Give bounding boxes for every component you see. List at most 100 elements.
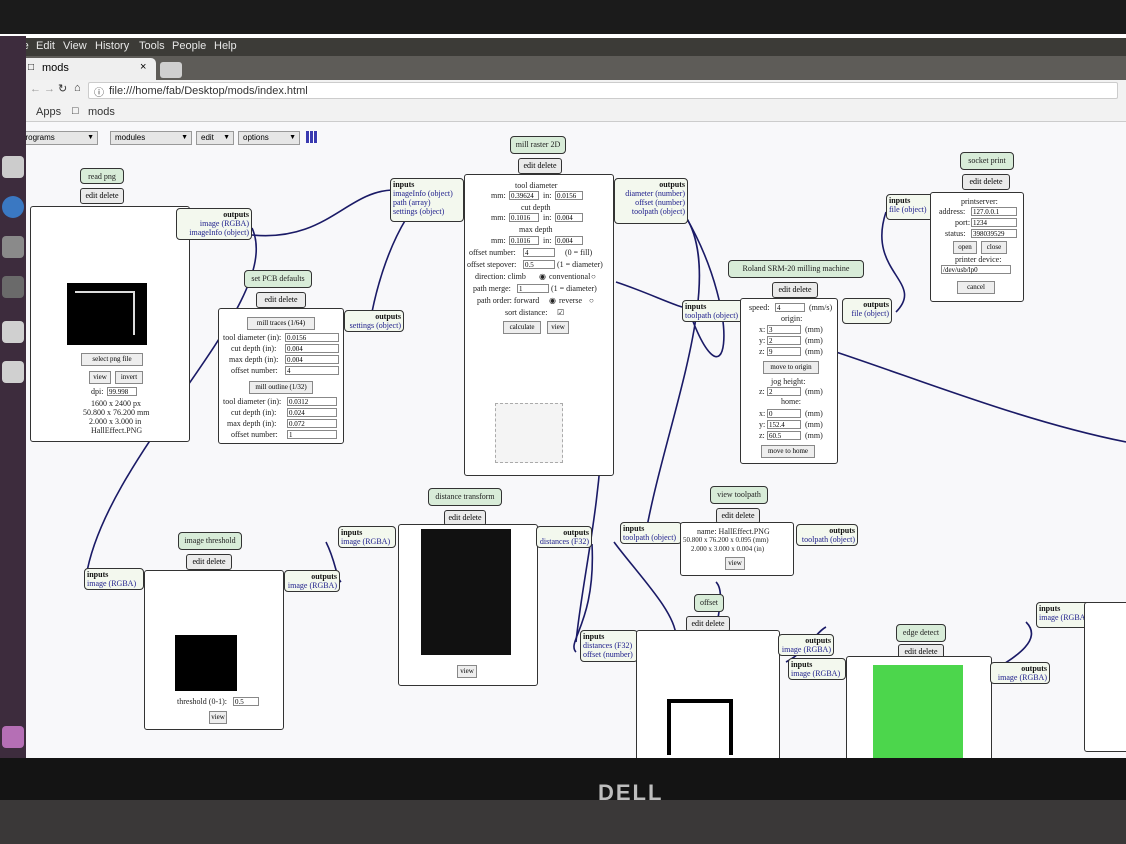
port-input[interactable]: 1234 [971, 218, 1017, 227]
view-button[interactable]: view [457, 665, 477, 678]
edit-delete-button[interactable]: edit delete [518, 158, 562, 174]
distance-transform-title[interactable]: distance transform [428, 488, 502, 506]
back-icon[interactable]: ← [30, 83, 41, 95]
new-tab-button[interactable] [160, 62, 182, 78]
origin-z-input[interactable]: 9 [767, 347, 801, 356]
drive-icon[interactable] [2, 321, 24, 343]
move-to-origin-button[interactable]: move to origin [763, 361, 819, 374]
device-input[interactable]: /dev/usb/lp0 [941, 265, 1011, 274]
menu-help[interactable]: Help [214, 40, 237, 52]
edit-delete-button[interactable]: edit delete [962, 174, 1010, 190]
roland-title[interactable]: Roland SRM-20 milling machine [728, 260, 864, 278]
address-bar[interactable]: ⓘ file:///home/fab/Desktop/mods/index.ht… [88, 82, 1118, 99]
mill-traces-button[interactable]: mill traces (1/64) [247, 317, 315, 330]
tools-icon[interactable] [2, 276, 24, 298]
offset-number-input[interactable]: 4 [285, 366, 339, 375]
speed-input[interactable]: 4 [775, 303, 805, 312]
browser-icon[interactable] [2, 196, 24, 218]
move-to-home-button[interactable]: move to home [761, 445, 815, 458]
menu-view[interactable]: View [63, 40, 87, 52]
programs-select[interactable]: programs▼ [26, 131, 98, 145]
open-button[interactable]: open [953, 241, 977, 254]
home-z-input[interactable]: 60.5 [767, 431, 801, 440]
origin-y-input[interactable]: 2 [767, 336, 801, 345]
edit-delete-button[interactable]: edit delete [772, 282, 818, 298]
tool-diameter-input[interactable]: 0.0312 [287, 397, 337, 406]
grid-icon[interactable] [306, 131, 318, 143]
edit-select[interactable]: edit▼ [196, 131, 234, 145]
threshold-input[interactable]: 0.5 [233, 697, 259, 706]
edit-delete-button[interactable]: edit delete [256, 292, 306, 308]
files-icon[interactable] [2, 156, 24, 178]
edit-delete-button[interactable]: edit delete [186, 554, 232, 570]
home-x-input[interactable]: 0 [767, 409, 801, 418]
stepover-input[interactable]: 0.5 [523, 260, 555, 269]
max-depth-in-input[interactable]: 0.004 [555, 236, 583, 245]
max-depth-input[interactable]: 0.004 [285, 355, 339, 364]
radio-icon[interactable]: ◉ [549, 296, 556, 305]
bookmark-mods[interactable]: mods [88, 106, 115, 118]
view-button[interactable]: view [209, 711, 227, 724]
bookmark-apps[interactable]: Apps [36, 106, 62, 118]
forward-icon[interactable]: → [44, 83, 55, 95]
edge-detect-title[interactable]: edge detect [896, 624, 946, 642]
read-png-title[interactable]: read png [80, 168, 124, 184]
socket-print-title[interactable]: socket print [960, 152, 1014, 170]
tab-mods[interactable]: □ mods × [20, 58, 156, 80]
view-button[interactable]: view [89, 371, 111, 384]
max-depth-input[interactable]: 0.072 [287, 419, 337, 428]
mill-raster-title[interactable]: mill raster 2D [510, 136, 566, 154]
dpi-input[interactable]: 99.998 [107, 387, 137, 396]
view-button[interactable]: view [725, 557, 745, 570]
max-depth-mm-input[interactable]: 0.1016 [509, 236, 539, 245]
select-png-button[interactable]: select png file [81, 353, 143, 366]
offset-number-input[interactable]: 4 [523, 248, 555, 257]
menu-history[interactable]: History [95, 40, 130, 52]
settings-icon[interactable] [2, 236, 24, 258]
cut-depth-input[interactable]: 0.024 [287, 408, 337, 417]
menu-tools[interactable]: Tools [139, 40, 165, 52]
path-merge-input[interactable]: 1 [517, 284, 549, 293]
mill-outline-button[interactable]: mill outline (1/32) [249, 381, 313, 394]
close-icon[interactable]: × [140, 61, 147, 73]
menu-edit[interactable]: Edit [36, 40, 55, 52]
reload-icon[interactable]: ↻ [58, 83, 68, 95]
address-input[interactable]: 127.0.0.1 [971, 207, 1017, 216]
tool-diameter-input[interactable]: 0.0156 [285, 333, 339, 342]
menu-people[interactable]: People [172, 40, 207, 52]
tool-diameter-in-input[interactable]: 0.0156 [555, 191, 583, 200]
trash-icon[interactable] [2, 726, 24, 748]
cut-depth-mm-input[interactable]: 0.1016 [509, 213, 539, 222]
cut-depth-in-input[interactable]: 0.004 [555, 213, 583, 222]
radio-icon[interactable]: ○ [591, 272, 596, 281]
cut-depth-input[interactable]: 0.004 [285, 344, 339, 353]
close-button[interactable]: close [981, 241, 1007, 254]
home-icon[interactable]: ⌂ [74, 82, 81, 94]
home-y-input[interactable]: 152.4 [767, 420, 801, 429]
calculate-button[interactable]: calculate [503, 321, 541, 334]
modules-select[interactable]: modules▼ [110, 131, 192, 145]
offset-title[interactable]: offset [694, 594, 724, 612]
radio-icon[interactable]: ◉ [539, 272, 546, 281]
edit-delete-button[interactable]: edit delete [80, 188, 124, 204]
origin-x-input[interactable]: 3 [767, 325, 801, 334]
tool-diameter-mm-input[interactable]: 0.39624 [509, 191, 539, 200]
image-threshold-title[interactable]: image threshold [178, 532, 242, 550]
invert-button[interactable]: invert [115, 371, 143, 384]
